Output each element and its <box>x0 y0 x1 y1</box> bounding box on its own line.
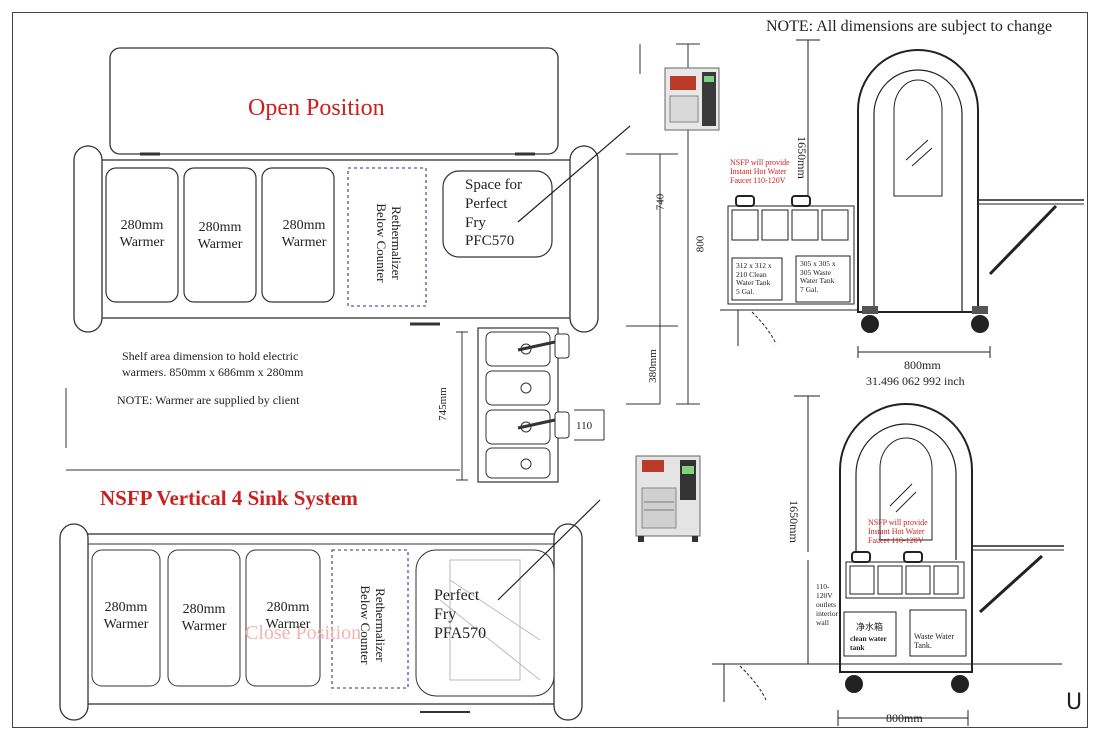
clean-tank-label: clean water tank <box>850 634 887 652</box>
warmer-label: 280mm Warmer <box>181 602 227 634</box>
clean-tank <box>843 611 897 657</box>
open-lid <box>109 47 559 155</box>
left-handle-top <box>73 145 103 333</box>
sink-system-title: NSFP Vertical 4 Sink System <box>100 486 358 510</box>
warmer-label: 280mm Warmer <box>265 600 311 632</box>
fryer-space-box <box>442 170 553 258</box>
fryer-space-label: Space for Perfect Fry PFC570 <box>465 177 523 250</box>
waste-tank <box>909 609 967 657</box>
warmer-label: 280mm Warmer <box>281 218 327 250</box>
open-position-title: Open Position <box>248 95 385 121</box>
fryer-pfa570-image <box>635 455 701 542</box>
warmer-box <box>105 167 179 303</box>
shelf-note: Shelf area dimension to hold electric wa… <box>122 349 304 379</box>
corner-logo: U <box>1066 690 1083 715</box>
warmer-label: 280mm Warmer <box>197 220 243 252</box>
right-handle-top <box>569 145 599 333</box>
waste-tank <box>795 255 851 303</box>
close-position-watermark: Close Position <box>245 622 362 644</box>
left-handle-bottom <box>59 523 89 721</box>
waste-tank-label: 305 x 305 x 305 Waste Water Tank 7 Gal. <box>800 259 836 294</box>
height-1650-bottom: 1650mm <box>786 500 801 543</box>
outlets-note: 110- 120V outlets interior wall <box>816 582 839 627</box>
warmer-box <box>91 549 161 687</box>
warmer-supply-note: NOTE: Warmer are supplied by client <box>117 393 300 407</box>
dim-110: 110 <box>576 420 593 432</box>
width-inch: 31.496 062 992 inch <box>866 374 965 388</box>
warmer-box <box>167 549 241 687</box>
fryer-label: Perfect Fry PFA570 <box>434 587 487 643</box>
width-800-top: 800mm <box>904 358 941 372</box>
clean-tank-cn: 净水箱 <box>856 623 884 633</box>
warmer-label: 280mm Warmer <box>119 218 165 250</box>
waste-tank-label: Waste Water Tank. <box>914 632 955 651</box>
faucet-note-bottom: NSFP will provide Instant Hot Water Fauc… <box>868 518 928 546</box>
fryer-pfc570-image <box>664 67 720 131</box>
window <box>879 437 933 541</box>
warmer-box <box>183 167 257 303</box>
warmer-box <box>245 549 321 687</box>
sink-basin <box>485 370 551 406</box>
warmer-box <box>261 167 335 303</box>
width-800-bottom: 800mm <box>886 711 923 725</box>
rethermalizer-area <box>347 167 427 307</box>
sink-basin <box>485 447 551 479</box>
window <box>893 79 943 197</box>
rethermalizer-area <box>331 549 409 689</box>
dimension-note: NOTE: All dimensions are subject to chan… <box>766 18 1053 35</box>
clean-tank <box>731 257 783 301</box>
faucet-note-top: NSFP will provide Instant Hot Water Fauc… <box>730 158 790 186</box>
drawing-sheet <box>12 12 1088 728</box>
clean-tank-label: 312 x 312 x 210 Clean Water Tank 5 Gal. <box>736 261 772 296</box>
warmer-label: 280mm Warmer <box>103 600 149 632</box>
